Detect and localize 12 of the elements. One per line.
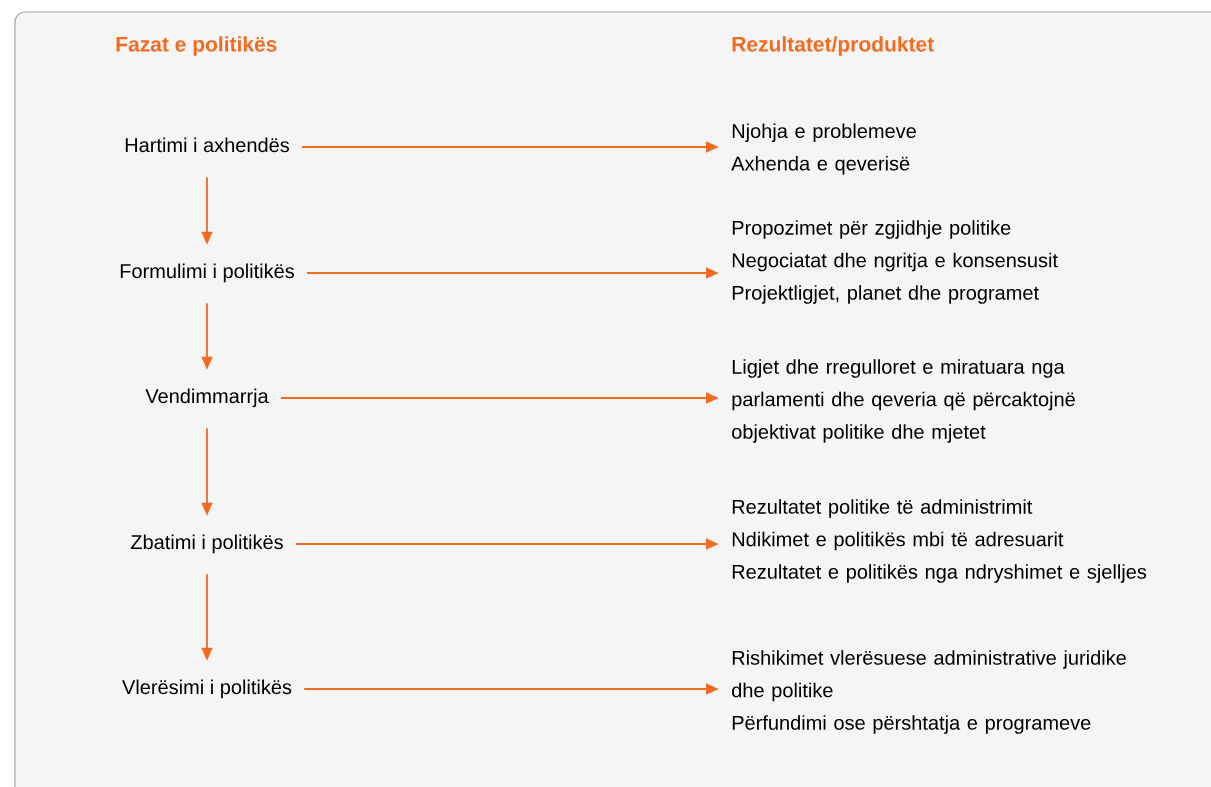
stage-text: Vlerësimi i politikës: [122, 679, 292, 699]
result-text: Njohja e problemeve Axhenda e qeverisë: [731, 123, 916, 175]
result-text: Ligjet dhe rregulloret e miratuara nga parlamenti dhe qeveria që përcaktojnë objektivat politike dhe mjetet: [732, 359, 1075, 443]
result-text: Rishikimet vlerësuese administrative juridike dhe politike Përfundimi ose përshtatja e programeve: [732, 650, 1126, 734]
result-text: Rezultatet politike të administrimit Ndikimet e politikës mbi të adresuarit Rezultatet e politikës nga ndryshimet e sjelljes: [732, 499, 1147, 583]
stage-text: Formulimi i politikës: [120, 263, 294, 283]
stage-text: Vendimmarrja: [145, 388, 269, 408]
stage-text: Zbatimi i politikës: [130, 534, 283, 554]
column-heading: Rezultatet/produktet: [732, 36, 934, 56]
stage-text: Hartimi i axhendës: [125, 137, 290, 153]
result-text: Propozimet për zgjidhje politike Negociatat dhe ngritja e konsensusit Projektligjet, planet dhe programet: [732, 220, 1058, 304]
column-heading: Fazat e politikës: [116, 36, 277, 56]
